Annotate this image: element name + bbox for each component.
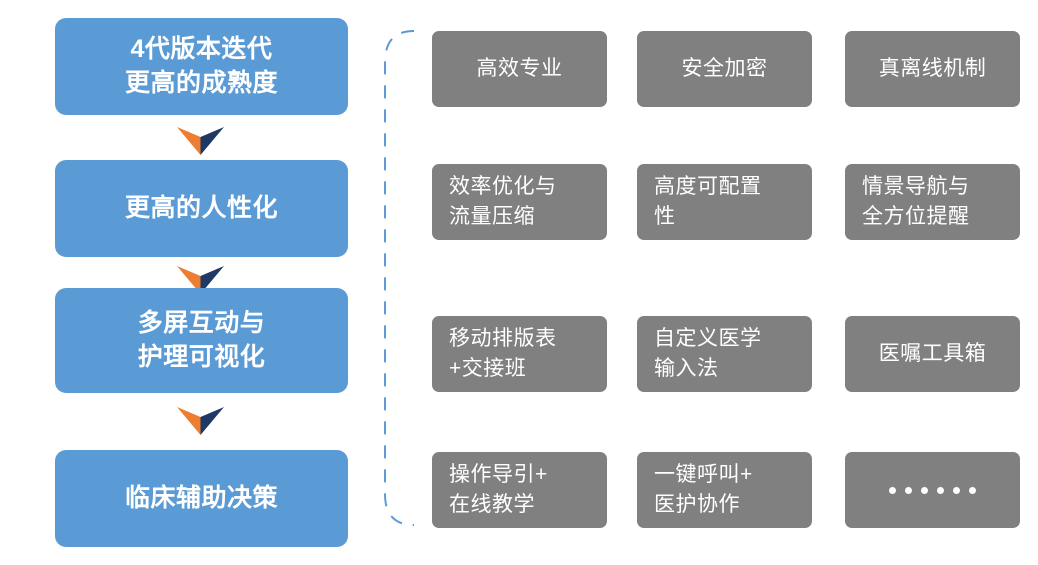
feature-box[interactable]: 效率优化与 流量压缩 — [432, 164, 607, 240]
flow-step-3[interactable]: 多屏互动与 护理可视化 — [55, 288, 348, 393]
feature-box[interactable]: 一键呼叫+ 医护协作 — [637, 452, 812, 528]
chevron-down-icon — [177, 266, 224, 294]
ellipsis-dot — [921, 486, 928, 494]
ellipsis-dots — [889, 486, 976, 494]
feature-box[interactable]: 情景导航与 全方位提醒 — [845, 164, 1020, 240]
feature-box[interactable]: 移动排版表 +交接班 — [432, 316, 607, 392]
feature-label: 移动排版表 +交接班 — [449, 326, 557, 380]
flow-step-4-label: 临床辅助决策 — [124, 483, 278, 512]
feature-box[interactable]: 自定义医学 输入法 — [637, 316, 812, 392]
feature-box[interactable]: 高效专业 — [432, 31, 607, 107]
feature-box[interactable]: 医嘱工具箱 — [845, 316, 1020, 392]
feature-label: 自定义医学 输入法 — [654, 326, 762, 380]
feature-box[interactable]: 安全加密 — [637, 31, 812, 107]
feature-box[interactable]: 高度可配置 性 — [637, 164, 812, 240]
ellipsis-dot — [889, 486, 896, 494]
feature-label: 安全加密 — [681, 56, 768, 80]
feature-label: 一键呼叫+ 医护协作 — [654, 462, 753, 516]
ellipsis-dot — [969, 486, 976, 494]
chevron-down-icon — [177, 127, 224, 155]
flow-step-2-label: 更高的人性化 — [124, 193, 278, 222]
ellipsis-dot — [953, 486, 960, 494]
feature-label: 操作导引+ 在线教学 — [449, 462, 548, 516]
feature-label: 真离线机制 — [878, 56, 987, 80]
flow-step-1-label: 4代版本迭代 更高的成熟度 — [124, 35, 278, 97]
flow-step-1[interactable]: 4代版本迭代 更高的成熟度 — [55, 18, 348, 115]
ellipsis-dot — [937, 486, 944, 494]
chevron-down-icon — [177, 407, 224, 435]
feature-box[interactable]: 真离线机制 — [845, 31, 1020, 107]
flow-step-4[interactable]: 临床辅助决策 — [55, 450, 348, 547]
feature-box-ellipsis[interactable] — [845, 452, 1020, 528]
dashed-bracket — [384, 30, 415, 526]
feature-box[interactable]: 操作导引+ 在线教学 — [432, 452, 607, 528]
feature-label: 高效专业 — [476, 56, 563, 80]
feature-label: 医嘱工具箱 — [878, 341, 987, 365]
flow-step-2[interactable]: 更高的人性化 — [55, 160, 348, 257]
feature-label: 效率优化与 流量压缩 — [449, 174, 557, 228]
feature-label: 情景导航与 全方位提醒 — [862, 174, 970, 228]
flow-step-3-label: 多屏互动与 护理可视化 — [137, 309, 266, 371]
feature-label: 高度可配置 性 — [654, 174, 762, 228]
ellipsis-dot — [905, 486, 912, 494]
